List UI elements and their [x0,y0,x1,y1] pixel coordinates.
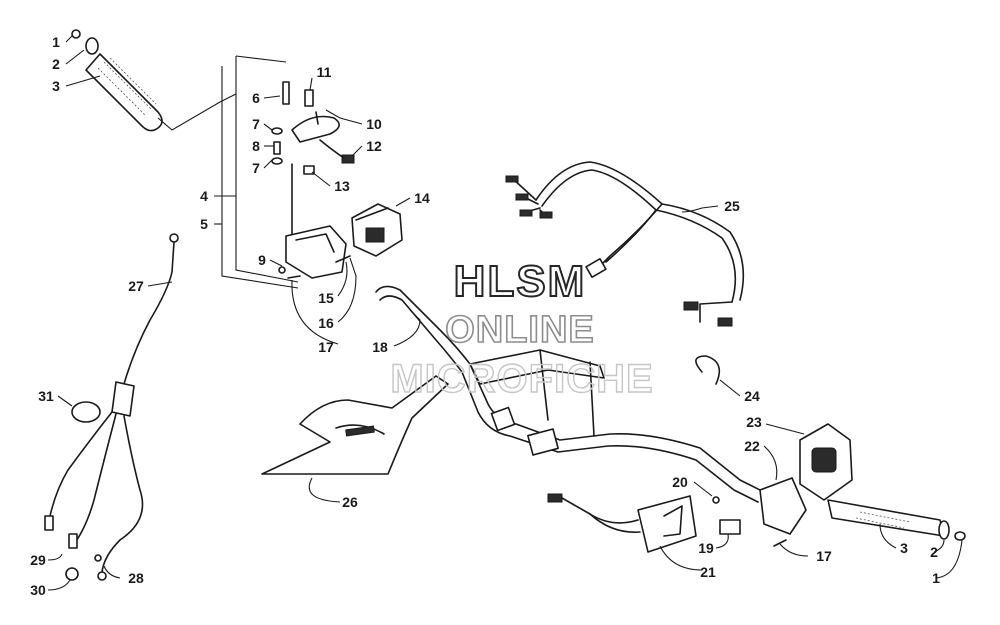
callout-13: 13 [334,178,350,194]
callout-10: 10 [366,116,382,132]
switch-module-14 [351,203,403,257]
brake-lever-parts [271,81,355,237]
left-switch-housing [278,225,351,279]
callout-29: 29 [30,552,46,568]
callout-11: 11 [317,64,332,80]
watermark-line-3: MICROFICHE [390,357,653,401]
callout-23: 23 [746,414,762,430]
callout-27: 27 [128,278,144,294]
callout-2: 2 [52,56,60,72]
right-grip-assembly [695,355,966,547]
callout-1-right: 1 [932,570,940,586]
wiring-harness [505,161,745,327]
callout-14: 14 [414,190,430,206]
leader-lines [47,35,963,591]
callout-17-left: 17 [318,339,334,355]
callout-17-right: 17 [816,548,832,564]
callout-8: 8 [252,138,260,154]
callout-28: 28 [128,570,144,586]
callout-4: 4 [200,188,208,204]
callout-31: 31 [38,388,54,404]
callout-20: 20 [672,474,688,490]
callout-7-lower: 7 [252,160,260,176]
callout-24: 24 [744,388,760,404]
callout-5: 5 [200,216,208,232]
callout-21: 21 [700,564,716,580]
watermark: HLSM ONLINE MICROFICHE [390,256,654,402]
callout-6: 6 [252,90,260,106]
callout-7-upper: 7 [252,116,260,132]
callout-18: 18 [372,339,388,355]
handlebar-pad [261,375,449,475]
handlebar [375,285,765,503]
brake-bracket-frame [221,55,299,289]
callout-16: 16 [318,315,334,331]
callout-2-right: 2 [930,544,938,560]
callout-15: 15 [318,290,334,306]
callout-25: 25 [724,198,740,214]
throttle-cable [44,233,179,581]
callout-30: 30 [30,582,46,598]
callout-22: 22 [744,438,760,454]
callout-12: 12 [366,138,382,154]
callout-3-right: 3 [900,540,908,556]
callout-26: 26 [342,494,358,510]
callout-3: 3 [52,78,60,94]
watermark-line-2: ONLINE [445,309,595,351]
bracket-assembly [547,493,741,553]
left-grip-assembly [71,29,237,132]
callout-9: 9 [258,252,266,268]
callout-19: 19 [698,540,714,556]
callout-labels: 1 2 3 4 5 6 7 7 8 9 10 11 12 13 14 15 16… [30,34,940,598]
callout-1: 1 [52,34,60,50]
watermark-line-1: HLSM [454,257,587,306]
